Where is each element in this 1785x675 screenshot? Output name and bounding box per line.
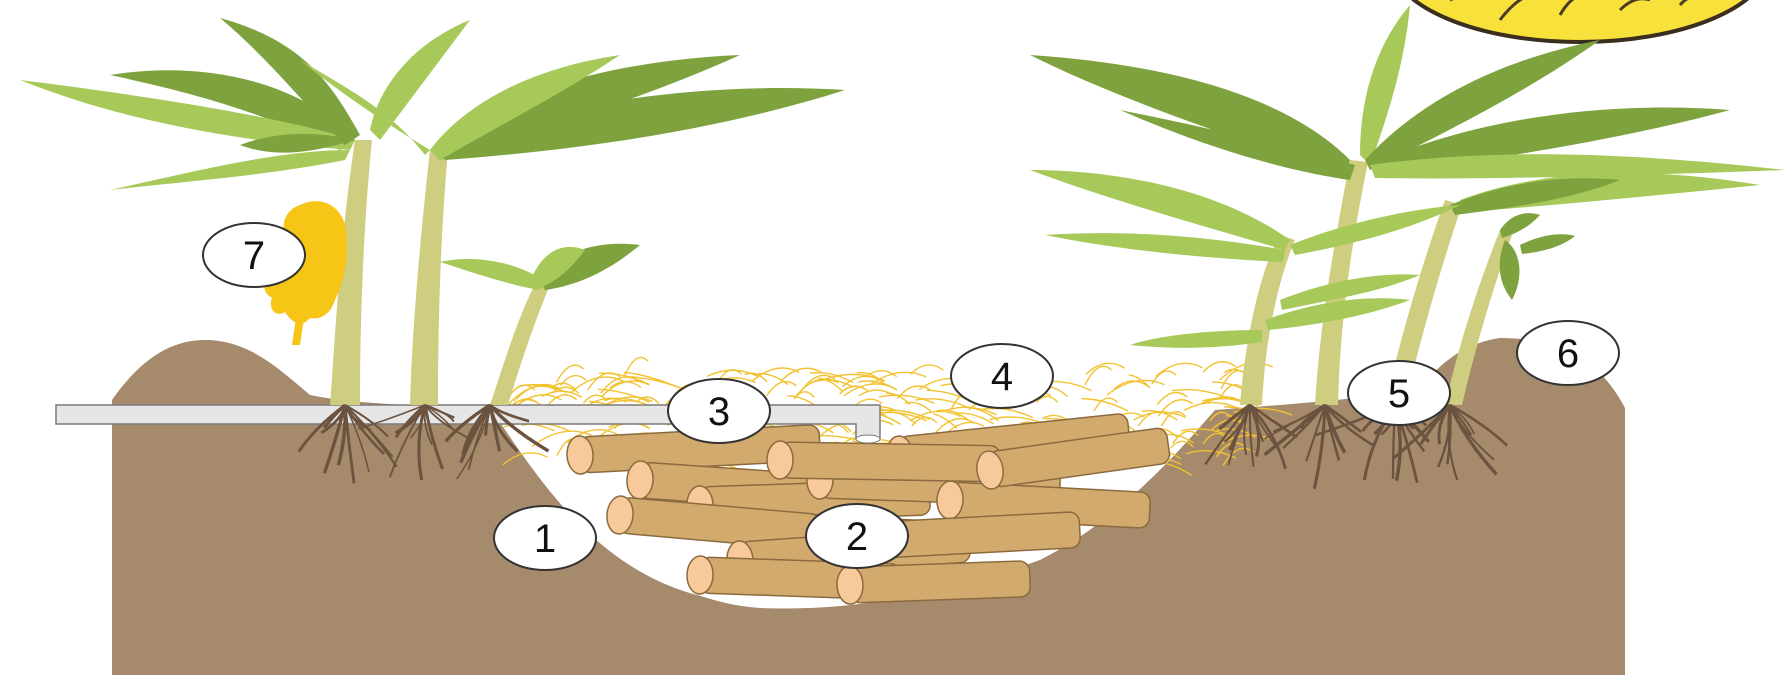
callout-3: 3: [668, 379, 770, 443]
straw-strand: [630, 377, 688, 391]
straw-strand: [1085, 366, 1112, 385]
straw-strand: [781, 368, 822, 380]
straw-strand: [1082, 399, 1129, 412]
straw-strand: [556, 365, 583, 382]
straw-strand: [810, 380, 853, 387]
straw-strand: [1086, 363, 1125, 374]
callout-2-text: 2: [846, 515, 868, 559]
callout-1: 1: [494, 506, 596, 570]
callout-1-text: 1: [534, 517, 556, 561]
callout-7: 7: [203, 223, 305, 287]
callout-4-text: 4: [991, 355, 1013, 399]
left-banana-plants: [20, 18, 845, 405]
callout-6-text: 6: [1557, 332, 1579, 376]
sun-disc: [1390, 0, 1770, 42]
straw-strand: [588, 373, 621, 390]
callout-2: 2: [806, 504, 908, 568]
straw-strand: [767, 382, 797, 396]
callout-3-text: 3: [708, 390, 730, 434]
right-banana-plants: [1030, 5, 1785, 405]
straw-strand: [1156, 363, 1203, 376]
straw-strand: [602, 381, 650, 397]
straw-strand: [542, 391, 582, 397]
straw-strand: [518, 395, 561, 405]
straw-strand: [983, 408, 1033, 417]
log: [767, 441, 1001, 483]
straw-strand: [707, 370, 758, 376]
straw-strand: [912, 417, 937, 426]
straw-strand: [933, 414, 957, 429]
callout-4: 4: [951, 344, 1053, 408]
callout-7-text: 7: [243, 234, 265, 278]
callout-5: 5: [1348, 361, 1450, 425]
callout-6: 6: [1517, 321, 1619, 385]
callout-5-text: 5: [1388, 372, 1410, 416]
